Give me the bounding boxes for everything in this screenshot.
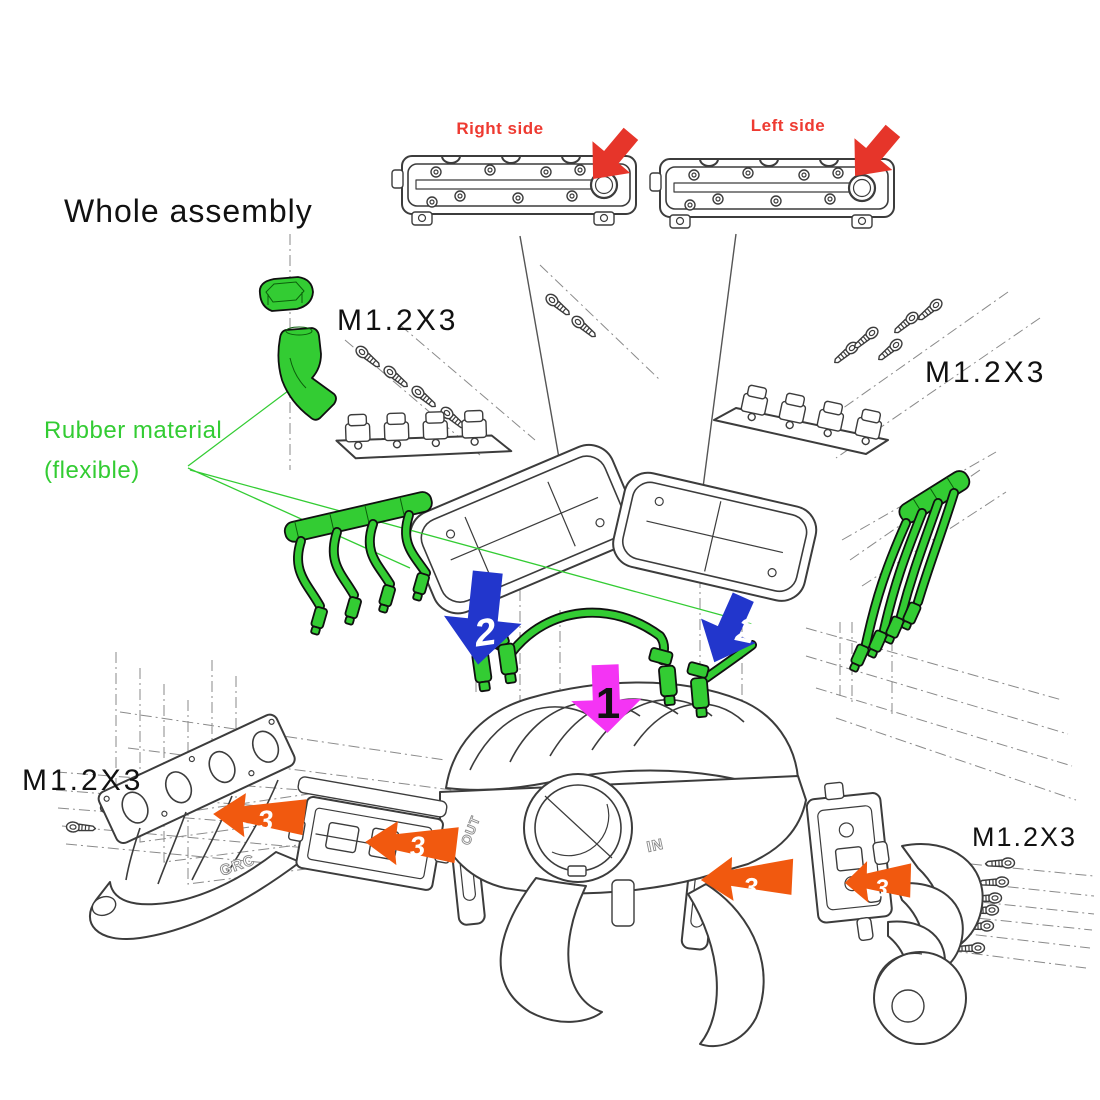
screw-spec-label-top-right: M1.2X3 bbox=[925, 356, 1046, 389]
screw-spec-label-bottom-right: M1.2X3 bbox=[972, 822, 1077, 852]
rubber-material-label-line2: (flexible) bbox=[44, 457, 140, 484]
rubber-material-label-line1: Rubber material bbox=[44, 417, 222, 444]
spark-wire-loom-right bbox=[846, 470, 971, 675]
screw-spec-label-bottom-left: M1.2X3 bbox=[22, 764, 143, 797]
spark-wire-loom-left bbox=[283, 491, 433, 637]
valve-cover-right-underside bbox=[612, 471, 818, 602]
left-side-label: Left side bbox=[751, 116, 825, 135]
step-arrows: 2 2 1 3 3 3 3 bbox=[212, 568, 913, 904]
cover-leader-lines bbox=[519, 233, 737, 527]
screw-spec-label-top-left: M1.2X3 bbox=[337, 304, 458, 337]
green-elbow bbox=[277, 326, 337, 421]
step3-number-2: 3 bbox=[408, 830, 426, 862]
intake-manifold-assembly: OUT IN bbox=[439, 681, 807, 1048]
green-cap bbox=[258, 276, 314, 312]
text-labels: Right side Left side Whole assembly M1.2… bbox=[22, 116, 1077, 852]
step3-number-1: 3 bbox=[256, 804, 274, 836]
exhaust-manifold-right bbox=[856, 840, 984, 1045]
step3-number-4: 3 bbox=[874, 875, 889, 902]
right-side-label: Right side bbox=[456, 119, 543, 138]
whole-assembly-label: Whole assembly bbox=[64, 193, 313, 229]
embossed-in-label: IN bbox=[645, 836, 665, 856]
step1-number: 1 bbox=[596, 679, 620, 728]
valve-cover-left-underside bbox=[409, 443, 638, 615]
step3-number-3: 3 bbox=[743, 872, 759, 903]
rubber-parts-green bbox=[187, 276, 971, 719]
